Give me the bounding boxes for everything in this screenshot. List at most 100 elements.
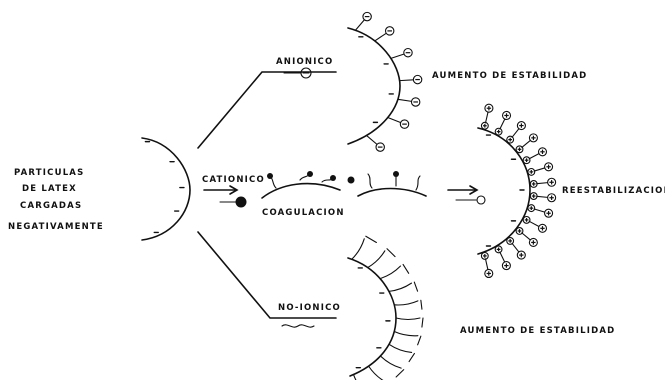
cationic-surfactant-head bbox=[236, 197, 246, 207]
anionic-head-4 bbox=[413, 75, 421, 83]
coag-tail-4 bbox=[368, 174, 372, 188]
nonionic-chain-7 bbox=[394, 332, 418, 336]
restab-tail-1 bbox=[486, 112, 488, 123]
anionic-head-3 bbox=[404, 48, 412, 56]
nonionic-chain-4 bbox=[389, 283, 412, 291]
restab-inner-head-5 bbox=[523, 157, 530, 164]
nonionic-surface-charges bbox=[356, 268, 390, 368]
source-label-line1: PARTICULAS bbox=[14, 168, 84, 178]
restab-outer-head-7 bbox=[548, 178, 556, 186]
nonionic-branch: NO-IONICO bbox=[198, 232, 341, 327]
restabilization-label: REESTABILIZACION bbox=[562, 186, 665, 196]
anionic-stability-label: AUMENTO DE ESTABILIDAD bbox=[432, 71, 587, 81]
nonionic-chain-1 bbox=[352, 239, 364, 259]
nonionic-chain-5 bbox=[394, 301, 418, 305]
nonionic-boundary-dash-3 bbox=[403, 264, 409, 273]
restab-inner-head-9 bbox=[528, 205, 535, 212]
nonionic-chain-2 bbox=[368, 251, 385, 268]
anionic-rod-5 bbox=[398, 99, 412, 101]
coag-tail-6 bbox=[416, 176, 420, 190]
source-particle bbox=[142, 138, 190, 240]
restab-tail-7 bbox=[537, 183, 548, 184]
anionic-stabilized-particle bbox=[348, 12, 422, 151]
anionic-adsorbed-surfactants bbox=[355, 12, 421, 151]
restab-inner-head-7 bbox=[530, 181, 537, 188]
restab-inner-head-2 bbox=[495, 128, 502, 135]
nonionic-boundary-dash-9 bbox=[396, 370, 404, 377]
restab-tail-5 bbox=[529, 154, 539, 159]
coag-head-3 bbox=[330, 175, 336, 181]
restab-outer-head-8 bbox=[548, 194, 556, 202]
restab-tail-10 bbox=[529, 221, 539, 226]
coagulation-particle-left bbox=[262, 184, 340, 198]
anionic-head-6 bbox=[400, 120, 408, 128]
restabilized-surfactant-bilayer bbox=[481, 104, 555, 277]
restab-outer-head-12 bbox=[517, 251, 525, 259]
anionic-rod-7 bbox=[366, 135, 377, 144]
restab-tail-3 bbox=[512, 129, 519, 138]
cationic-label: CATIONICO bbox=[202, 175, 265, 185]
restab-inner-head-13 bbox=[495, 246, 502, 253]
source-label-line2: DE LATEX bbox=[22, 184, 77, 194]
nonionic-chain-11 bbox=[354, 375, 367, 380]
anionic-head-1 bbox=[363, 12, 371, 20]
nonionic-chain-6 bbox=[396, 318, 420, 320]
anionic-head-7 bbox=[376, 143, 384, 151]
nonionic-boundary-dash-6 bbox=[422, 318, 423, 327]
anionic-rod-6 bbox=[388, 118, 401, 123]
nonionic-chain-8 bbox=[389, 344, 412, 352]
restab-tail-2 bbox=[500, 119, 505, 129]
restab-inner-head-6 bbox=[528, 168, 535, 175]
nonionic-boundary-dash-2 bbox=[387, 249, 395, 257]
anionic-rod-2 bbox=[375, 33, 387, 41]
restab-outer-head-14 bbox=[485, 269, 493, 277]
nonionic-boundary-dash-5 bbox=[421, 300, 422, 309]
coag-head-2 bbox=[307, 171, 313, 177]
restab-inner-head-14 bbox=[481, 253, 488, 260]
restab-outer-head-4 bbox=[529, 134, 537, 142]
restab-tail-4 bbox=[522, 140, 530, 147]
nonionic-boundary-dash-8 bbox=[409, 353, 414, 361]
restab-tail-8 bbox=[537, 196, 548, 197]
anionic-head-5 bbox=[411, 98, 419, 106]
nonionic-stability-label: AUMENTO DE ESTABILIDAD bbox=[460, 326, 615, 336]
nonionic-label: NO-IONICO bbox=[278, 303, 341, 313]
restabilized-particle bbox=[478, 104, 556, 277]
nonionic-chain-3 bbox=[380, 266, 400, 279]
nonionic-particle-arc bbox=[348, 258, 396, 376]
anionic-surface-charges bbox=[359, 37, 393, 123]
restab-inner-head-10 bbox=[523, 217, 530, 224]
restab-outer-head-5 bbox=[538, 148, 546, 156]
restab-tail-9 bbox=[534, 209, 545, 212]
anionic-label: ANIONICO bbox=[276, 57, 333, 67]
source-label-line4: NEGATIVAMENTE bbox=[8, 222, 104, 232]
nonionic-chain-9 bbox=[380, 356, 401, 368]
restab-outer-head-6 bbox=[545, 163, 553, 171]
source-label-line3: CARGADAS bbox=[20, 201, 82, 211]
nonionic-adsorbed-chains bbox=[352, 236, 423, 380]
restab-outer-head-10 bbox=[538, 224, 546, 232]
source-particle-arc bbox=[142, 138, 190, 240]
coagulation-label: COAGULACION bbox=[262, 208, 345, 218]
nonionic-chain-10 bbox=[369, 366, 387, 380]
restab-outer-head-3 bbox=[517, 122, 525, 130]
restab-tail-11 bbox=[522, 233, 530, 240]
restab-outer-head-13 bbox=[502, 262, 510, 270]
source-surface-charges bbox=[145, 142, 183, 233]
coagulation-cluster bbox=[262, 171, 426, 198]
anionic-branch: ANIONICO bbox=[198, 57, 336, 148]
restab-surfactant-head bbox=[477, 196, 485, 204]
restab-outer-head-11 bbox=[529, 238, 537, 246]
anionic-rod-3 bbox=[391, 54, 404, 58]
coag-head-5 bbox=[393, 171, 399, 177]
nonionic-stabilized-particle bbox=[348, 236, 423, 380]
anionic-head-2 bbox=[385, 27, 393, 35]
restab-inner-head-8 bbox=[530, 193, 537, 200]
restab-tail-13 bbox=[500, 252, 505, 262]
restab-tail-14 bbox=[485, 259, 487, 270]
anionic-rod-4 bbox=[400, 80, 414, 81]
restabilization-arrow bbox=[448, 186, 485, 204]
nonionic-boundary-dash-4 bbox=[414, 282, 417, 291]
